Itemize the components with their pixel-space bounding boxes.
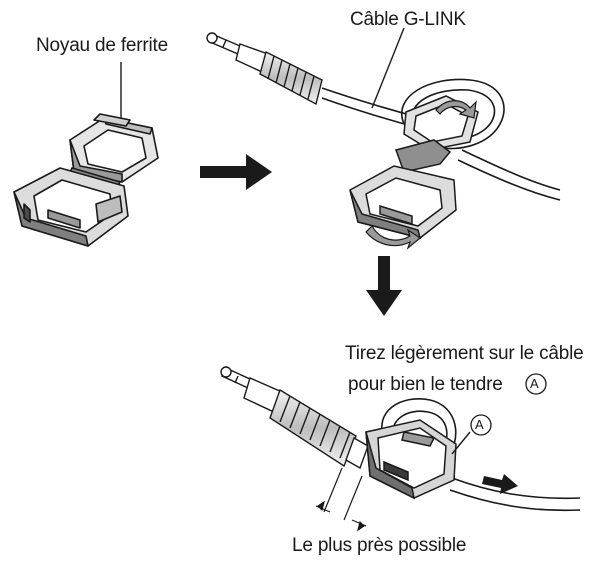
plug-icon-step3 [220, 366, 369, 470]
arrow-down-icon [366, 256, 402, 316]
marker-a-leader [451, 431, 471, 455]
ferrite-top-closed [403, 95, 479, 151]
arrow-right-icon [200, 154, 272, 190]
closest-possible-label: Le plus près possible [292, 535, 467, 556]
instruction-line1: Tirez légèrement sur le câble [345, 343, 584, 364]
marker-a-diagram: A [475, 417, 484, 432]
ferrite-core-clipped [365, 419, 457, 500]
rotate-arrow-icon-lower [365, 225, 422, 250]
marker-a-inline: A [530, 376, 539, 391]
distance-dimension [315, 467, 367, 532]
rotate-arrow-icon [435, 100, 477, 119]
step2-cable [321, 78, 561, 201]
ferrite-core-label: Noyau de ferrite [36, 35, 168, 56]
marker-a-circle-diagram [470, 414, 492, 436]
ferrite-bottom-half [349, 139, 457, 240]
ferrite-core-icon [13, 62, 159, 247]
cable-leader-line [371, 27, 405, 109]
cable-label: Câble G-LINK [350, 9, 466, 30]
pull-arrow-icon [482, 474, 518, 494]
plug-icon [206, 32, 323, 106]
instruction-line2: pour bien le tendre [348, 374, 503, 395]
marker-a-circle-inline [525, 373, 547, 395]
